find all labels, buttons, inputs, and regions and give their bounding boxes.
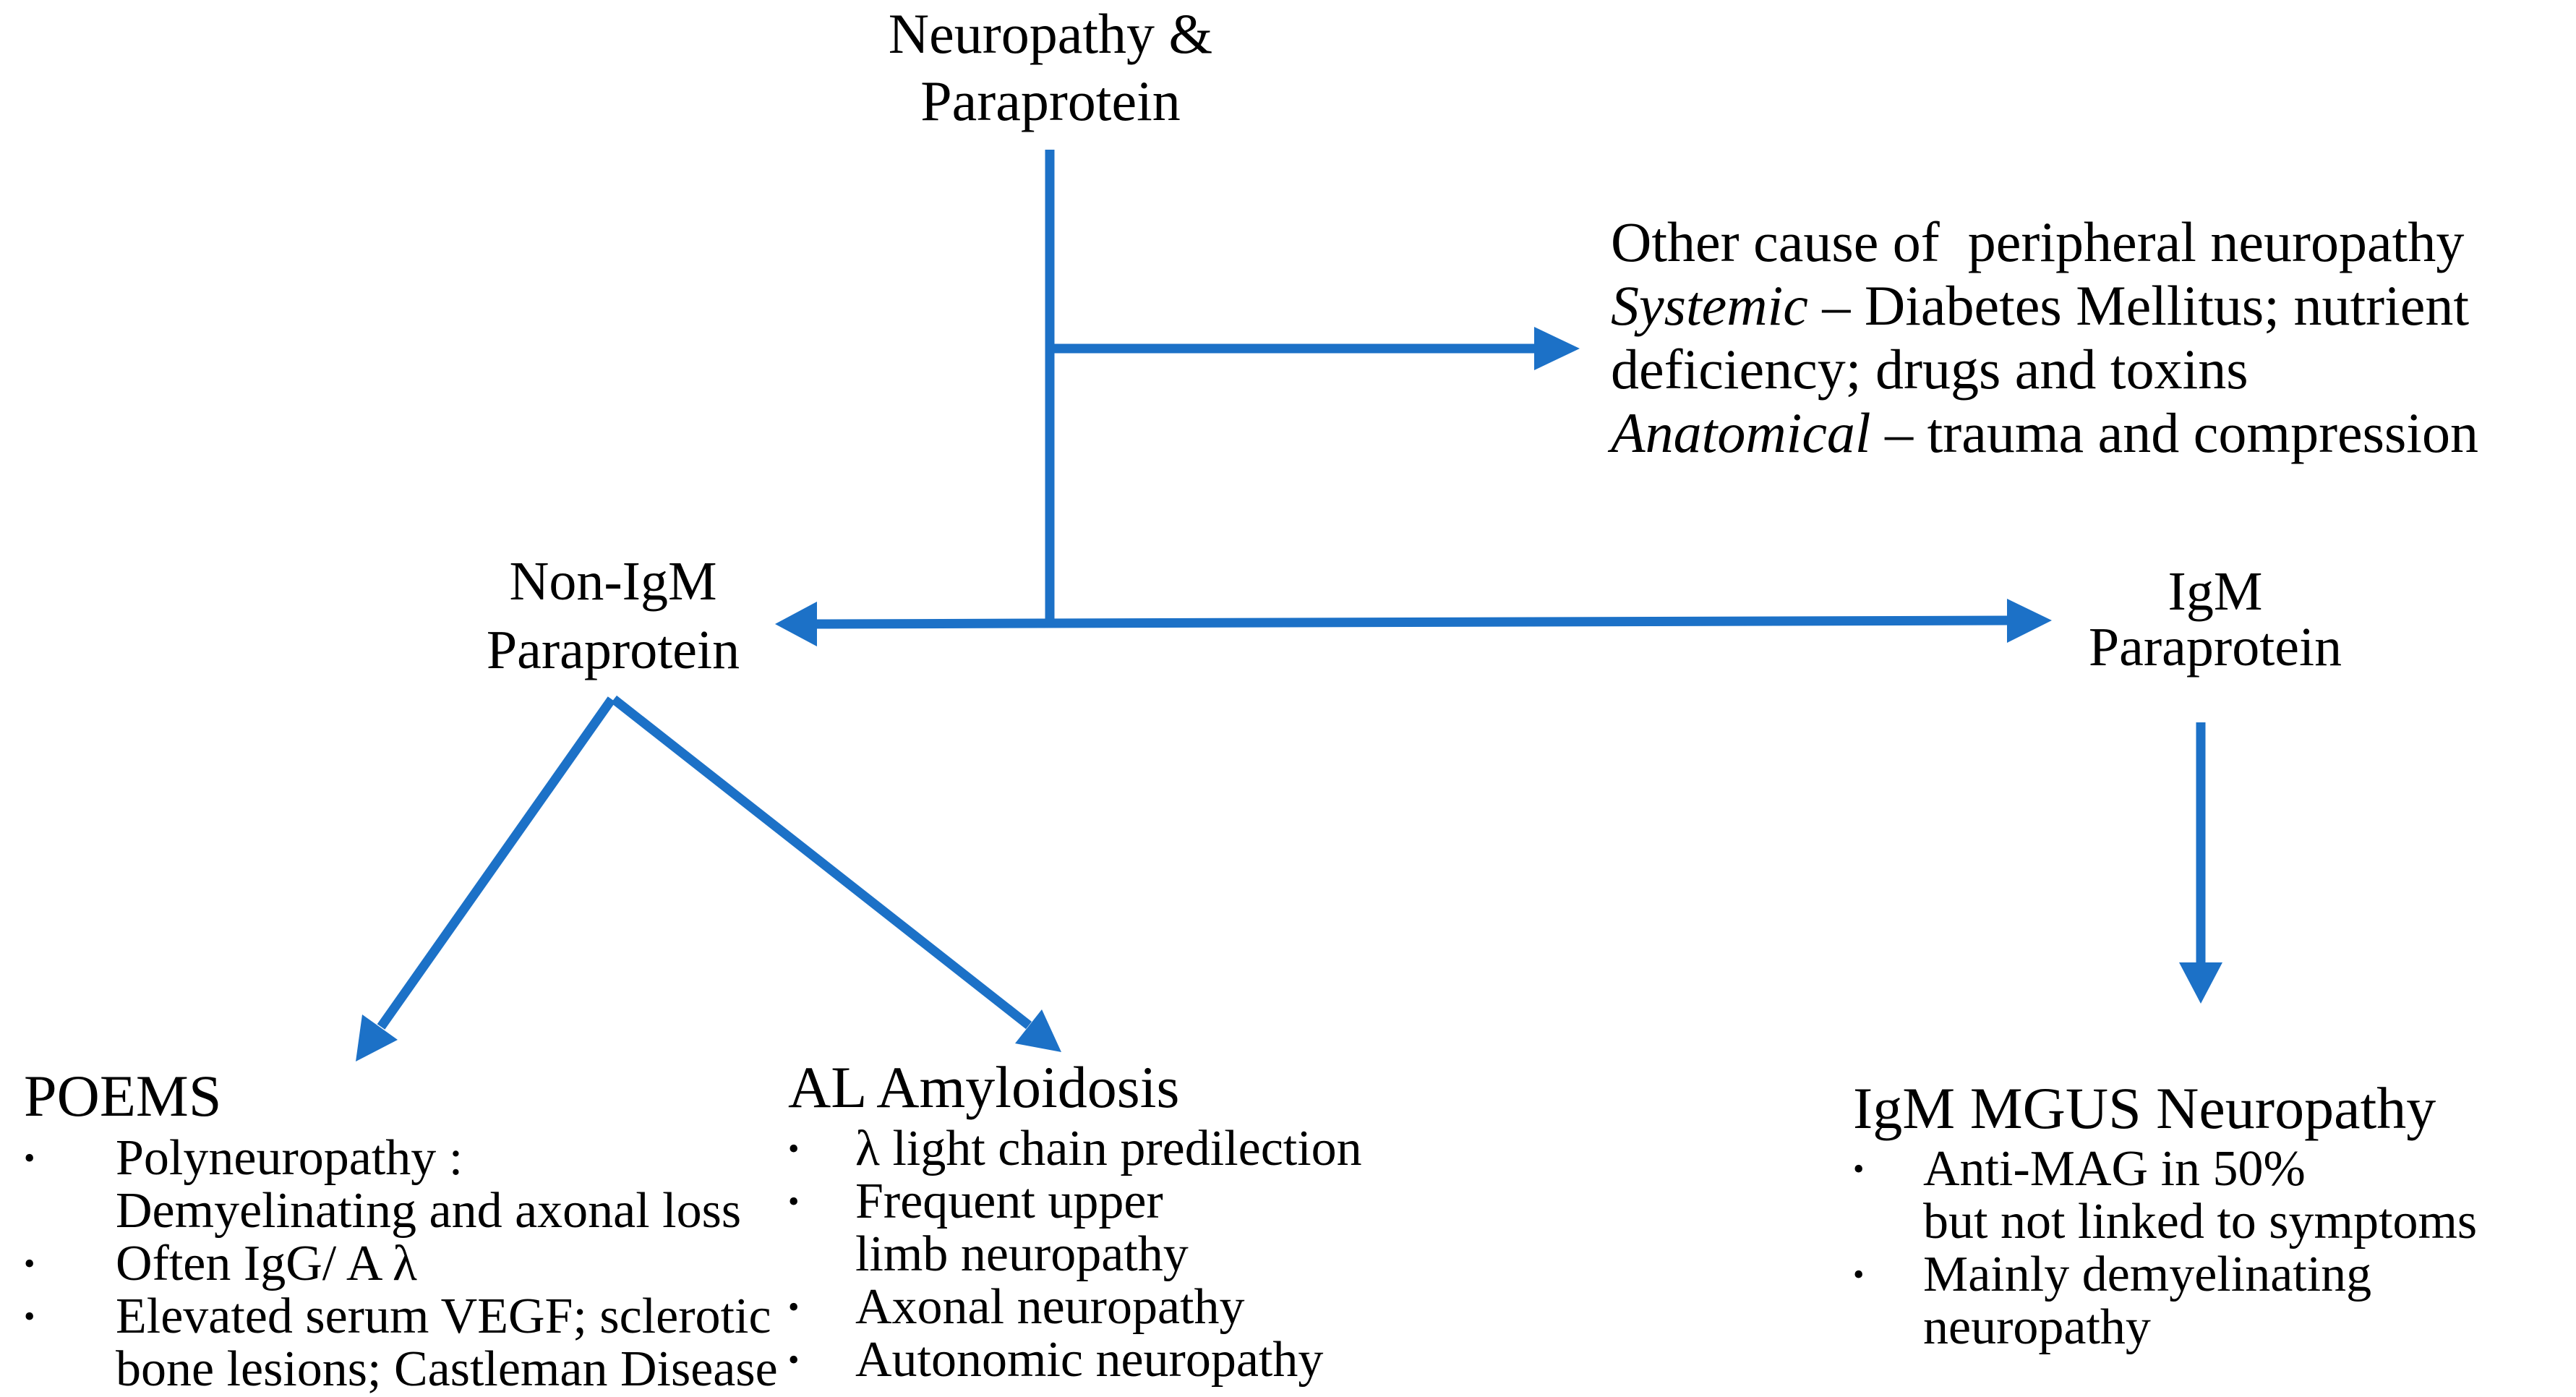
bullet-text: Mainly demyelinating neuropathy xyxy=(1923,1247,2384,1355)
bullet-text: Axonal neuropathy xyxy=(855,1279,1245,1335)
bullet-text-continuation: limb neuropathy xyxy=(855,1226,1189,1282)
other-causes-line3: deficiency; drugs and toxins xyxy=(1611,338,2248,401)
bullet-icon: • xyxy=(788,1289,800,1325)
bullet-text: Frequent upper xyxy=(855,1174,1163,1229)
other-causes-text-block: Other cause of peripheral neuropathy Sys… xyxy=(1611,210,2478,465)
bullet-text: λ light chain predilection xyxy=(855,1121,1362,1176)
igm-mgus-list: • Anti-MAG in 50% but not linked to symp… xyxy=(1853,1142,2576,1354)
list-item: • Axonal neuropathy xyxy=(788,1281,1362,1333)
bullet-icon: • xyxy=(24,1246,35,1281)
node-label-line: Paraprotein xyxy=(2088,617,2342,678)
node-label-line: Non-IgM xyxy=(509,551,717,612)
arrow-right-icon xyxy=(2007,599,2052,643)
list-item: • Elevated serum VEGF; sclerotic bone le… xyxy=(24,1290,778,1396)
bullet-icon: • xyxy=(24,1140,35,1176)
bullet-icon: • xyxy=(1853,1151,1865,1187)
main-split-line xyxy=(815,615,2009,629)
bullet-text: Anti-MAG in 50% xyxy=(1923,1141,2306,1197)
list-item: • Frequent upper limb neuropathy xyxy=(788,1175,1362,1281)
node-label-line: Paraprotein xyxy=(920,69,1181,132)
bullet-text: Polyneuropathy : xyxy=(116,1130,463,1186)
list-item: • Often IgG/ A λ xyxy=(24,1237,778,1290)
systemic-term: Systemic xyxy=(1611,274,1808,337)
bullet-text-continuation: but not linked to symptoms xyxy=(1923,1194,2478,1249)
list-item: • Polyneuropathy : Demyelinating and axo… xyxy=(24,1132,778,1237)
other-causes-line4: Anatomical – trauma and compression xyxy=(1611,401,2478,465)
list-item: • Mainly demyelinating neuropathy xyxy=(1853,1248,2576,1354)
bullet-icon: • xyxy=(788,1184,800,1219)
node-non-igm-paraprotein: Non-IgM Paraprotein xyxy=(360,547,866,685)
igm-mgus-heading: IgM MGUS Neuropathy xyxy=(1853,1075,2436,1141)
arrow-down-icon xyxy=(2179,962,2222,1004)
other-causes-line1: Other cause of peripheral neuropathy xyxy=(1611,210,2465,273)
poems-list: • Polyneuropathy : Demyelinating and axo… xyxy=(24,1132,778,1396)
anatomical-text: – trauma and compression xyxy=(1885,401,2479,464)
bullet-icon: • xyxy=(788,1131,800,1166)
list-item: • Anti-MAG in 50% but not linked to symp… xyxy=(1853,1142,2576,1248)
bullet-text: Often IgG/ A λ xyxy=(116,1236,417,1291)
node-label-line: Neuropathy & xyxy=(888,2,1213,65)
bullet-icon: • xyxy=(1853,1257,1865,1292)
list-item: • λ light chain predilection xyxy=(788,1122,1362,1175)
list-item: • Autonomic neuropathy xyxy=(788,1333,1362,1386)
bullet-icon: • xyxy=(788,1342,800,1377)
poems-branch-line xyxy=(377,696,616,1030)
bullet-text-continuation: Demyelinating and axonal loss xyxy=(116,1183,742,1239)
bullet-text-continuation: bone lesions; Castleman Disease xyxy=(116,1341,778,1397)
other-causes-line2: Systemic – Diabetes Mellitus; nutrient xyxy=(1611,274,2478,338)
poems-heading: POEMS xyxy=(24,1063,222,1129)
arrow-down-left-icon xyxy=(356,1014,398,1061)
node-igm-paraprotein: IgM Paraprotein xyxy=(1962,564,2468,675)
node-label-line: IgM xyxy=(2168,561,2263,622)
bullet-text: Autonomic neuropathy xyxy=(855,1332,1324,1388)
node-label-line: Paraprotein xyxy=(486,620,740,680)
bullet-text: Elevated serum VEGF; sclerotic xyxy=(116,1289,771,1344)
al-amyloidosis-heading: AL Amyloidosis xyxy=(788,1054,1180,1120)
arrow-down-right-icon xyxy=(1015,1009,1061,1052)
al-amyloidosis-list: • λ light chain predilection • Frequent … xyxy=(788,1122,1362,1386)
arrow-left-icon xyxy=(775,602,817,646)
systemic-text: – Diabetes Mellitus; nutrient xyxy=(1822,274,2470,337)
bullet-icon: • xyxy=(24,1299,35,1334)
anatomical-term: Anatomical xyxy=(1611,401,1871,464)
al-branch-line xyxy=(610,695,1032,1030)
arrow-right-icon xyxy=(1534,327,1580,370)
node-neuropathy-paraprotein: Neuropathy & Paraprotein xyxy=(761,0,1340,134)
